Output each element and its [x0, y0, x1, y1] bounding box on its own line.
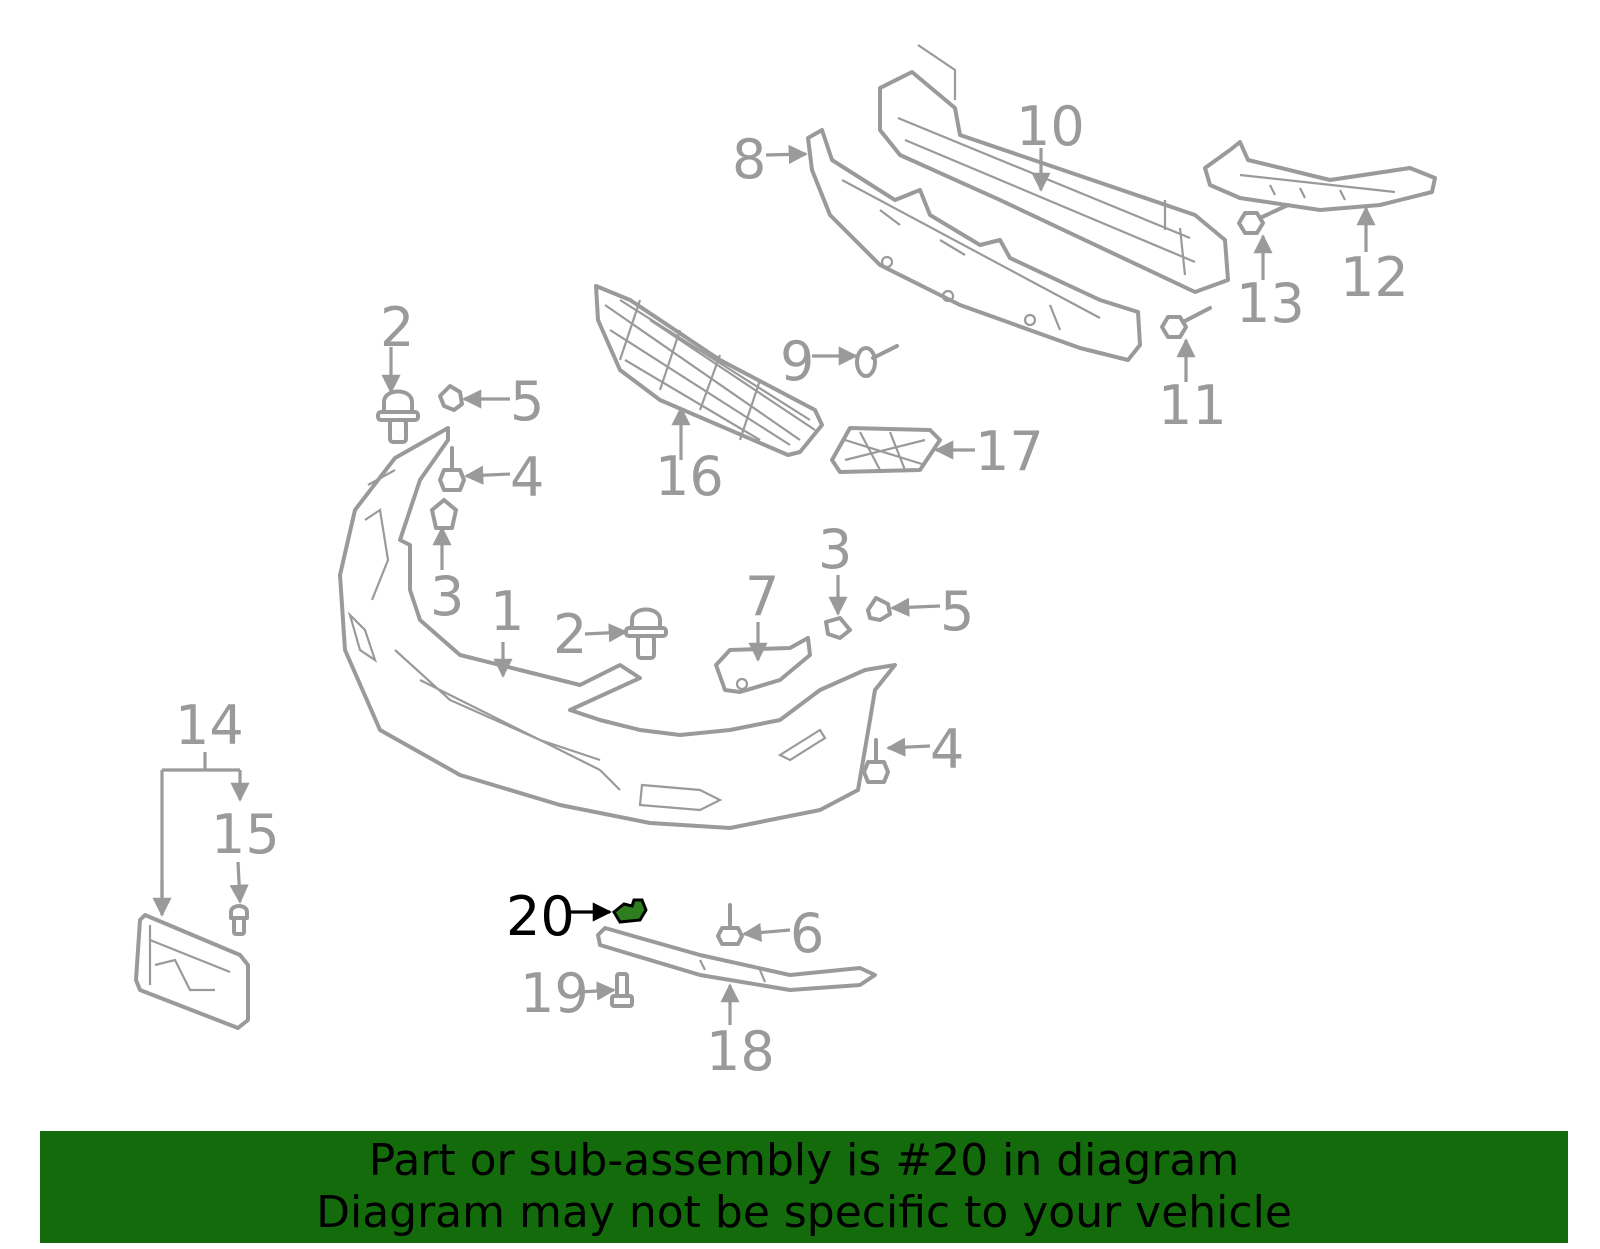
callout-3-right: 3: [818, 518, 852, 581]
callout-16: 16: [655, 445, 724, 508]
callout-4-lower: 4: [930, 718, 964, 781]
callout-8: 8: [732, 128, 766, 191]
part-8-absorber: [806, 128, 1142, 362]
part-5-clip-lower: [866, 596, 892, 622]
part-15-screw: [229, 904, 249, 936]
callout-9: 9: [780, 330, 814, 393]
part-19-bolt: [610, 972, 634, 1008]
callout-17: 17: [975, 420, 1044, 483]
part-13-bolt: [1237, 203, 1290, 235]
part-5-clip-upper: [438, 384, 464, 412]
part-4-screw-lower: [862, 738, 890, 784]
callout-labels: 2 5 4 3 1 2 7 3 5 4 8 10 9 16 17 11 13 1…: [175, 95, 1409, 1083]
callout-3-left: 3: [430, 565, 464, 628]
part-2-pushpin-upper: [376, 389, 420, 444]
part-18-lower-trim: [596, 926, 877, 992]
callout-15: 15: [211, 803, 280, 866]
callout-1: 1: [490, 580, 524, 643]
callout-2-lower: 2: [553, 603, 587, 666]
part-20-highlighted-nut: [612, 898, 648, 924]
part-4-screw-upper: [438, 446, 466, 492]
part-6-screw: [716, 903, 744, 946]
part-14-license-bracket: [134, 913, 250, 1030]
part-11-bolt: [1160, 306, 1212, 339]
part-1-bumper-cover: [338, 426, 897, 830]
callout-12: 12: [1340, 246, 1409, 309]
callout-5-lower: 5: [940, 580, 974, 643]
info-banner: Part or sub-assembly is #20 in diagram D…: [40, 1131, 1568, 1243]
callout-10: 10: [1016, 95, 1085, 158]
part-10-reinforcement: [878, 44, 1230, 294]
callout-13: 13: [1236, 272, 1305, 335]
callout-6: 6: [790, 902, 824, 965]
part-9-clip: [855, 344, 899, 378]
part-3-nut-lower: [824, 616, 852, 640]
callout-20-highlighted: 20: [506, 885, 575, 948]
part-16-grille: [594, 284, 824, 457]
callout-7: 7: [745, 565, 779, 628]
callout-2-upper: 2: [380, 296, 414, 359]
callout-18: 18: [706, 1020, 775, 1083]
part-7-bracket: [714, 636, 812, 694]
callout-11: 11: [1158, 374, 1227, 437]
banner-line-1: Part or sub-assembly is #20 in diagram: [368, 1135, 1240, 1186]
callout-5-upper: 5: [510, 370, 544, 433]
callout-14: 14: [175, 694, 244, 757]
part-3-nut-upper: [430, 498, 458, 530]
callout-19: 19: [520, 962, 589, 1025]
part-2-pushpin-lower: [624, 607, 668, 660]
callout-4-upper: 4: [510, 446, 544, 509]
leader-lines: [152, 144, 1376, 1025]
part-12-bracket: [1203, 140, 1437, 212]
banner-line-2: Diagram may not be specific to your vehi…: [316, 1187, 1292, 1238]
part-17-fog-grille: [830, 426, 942, 474]
